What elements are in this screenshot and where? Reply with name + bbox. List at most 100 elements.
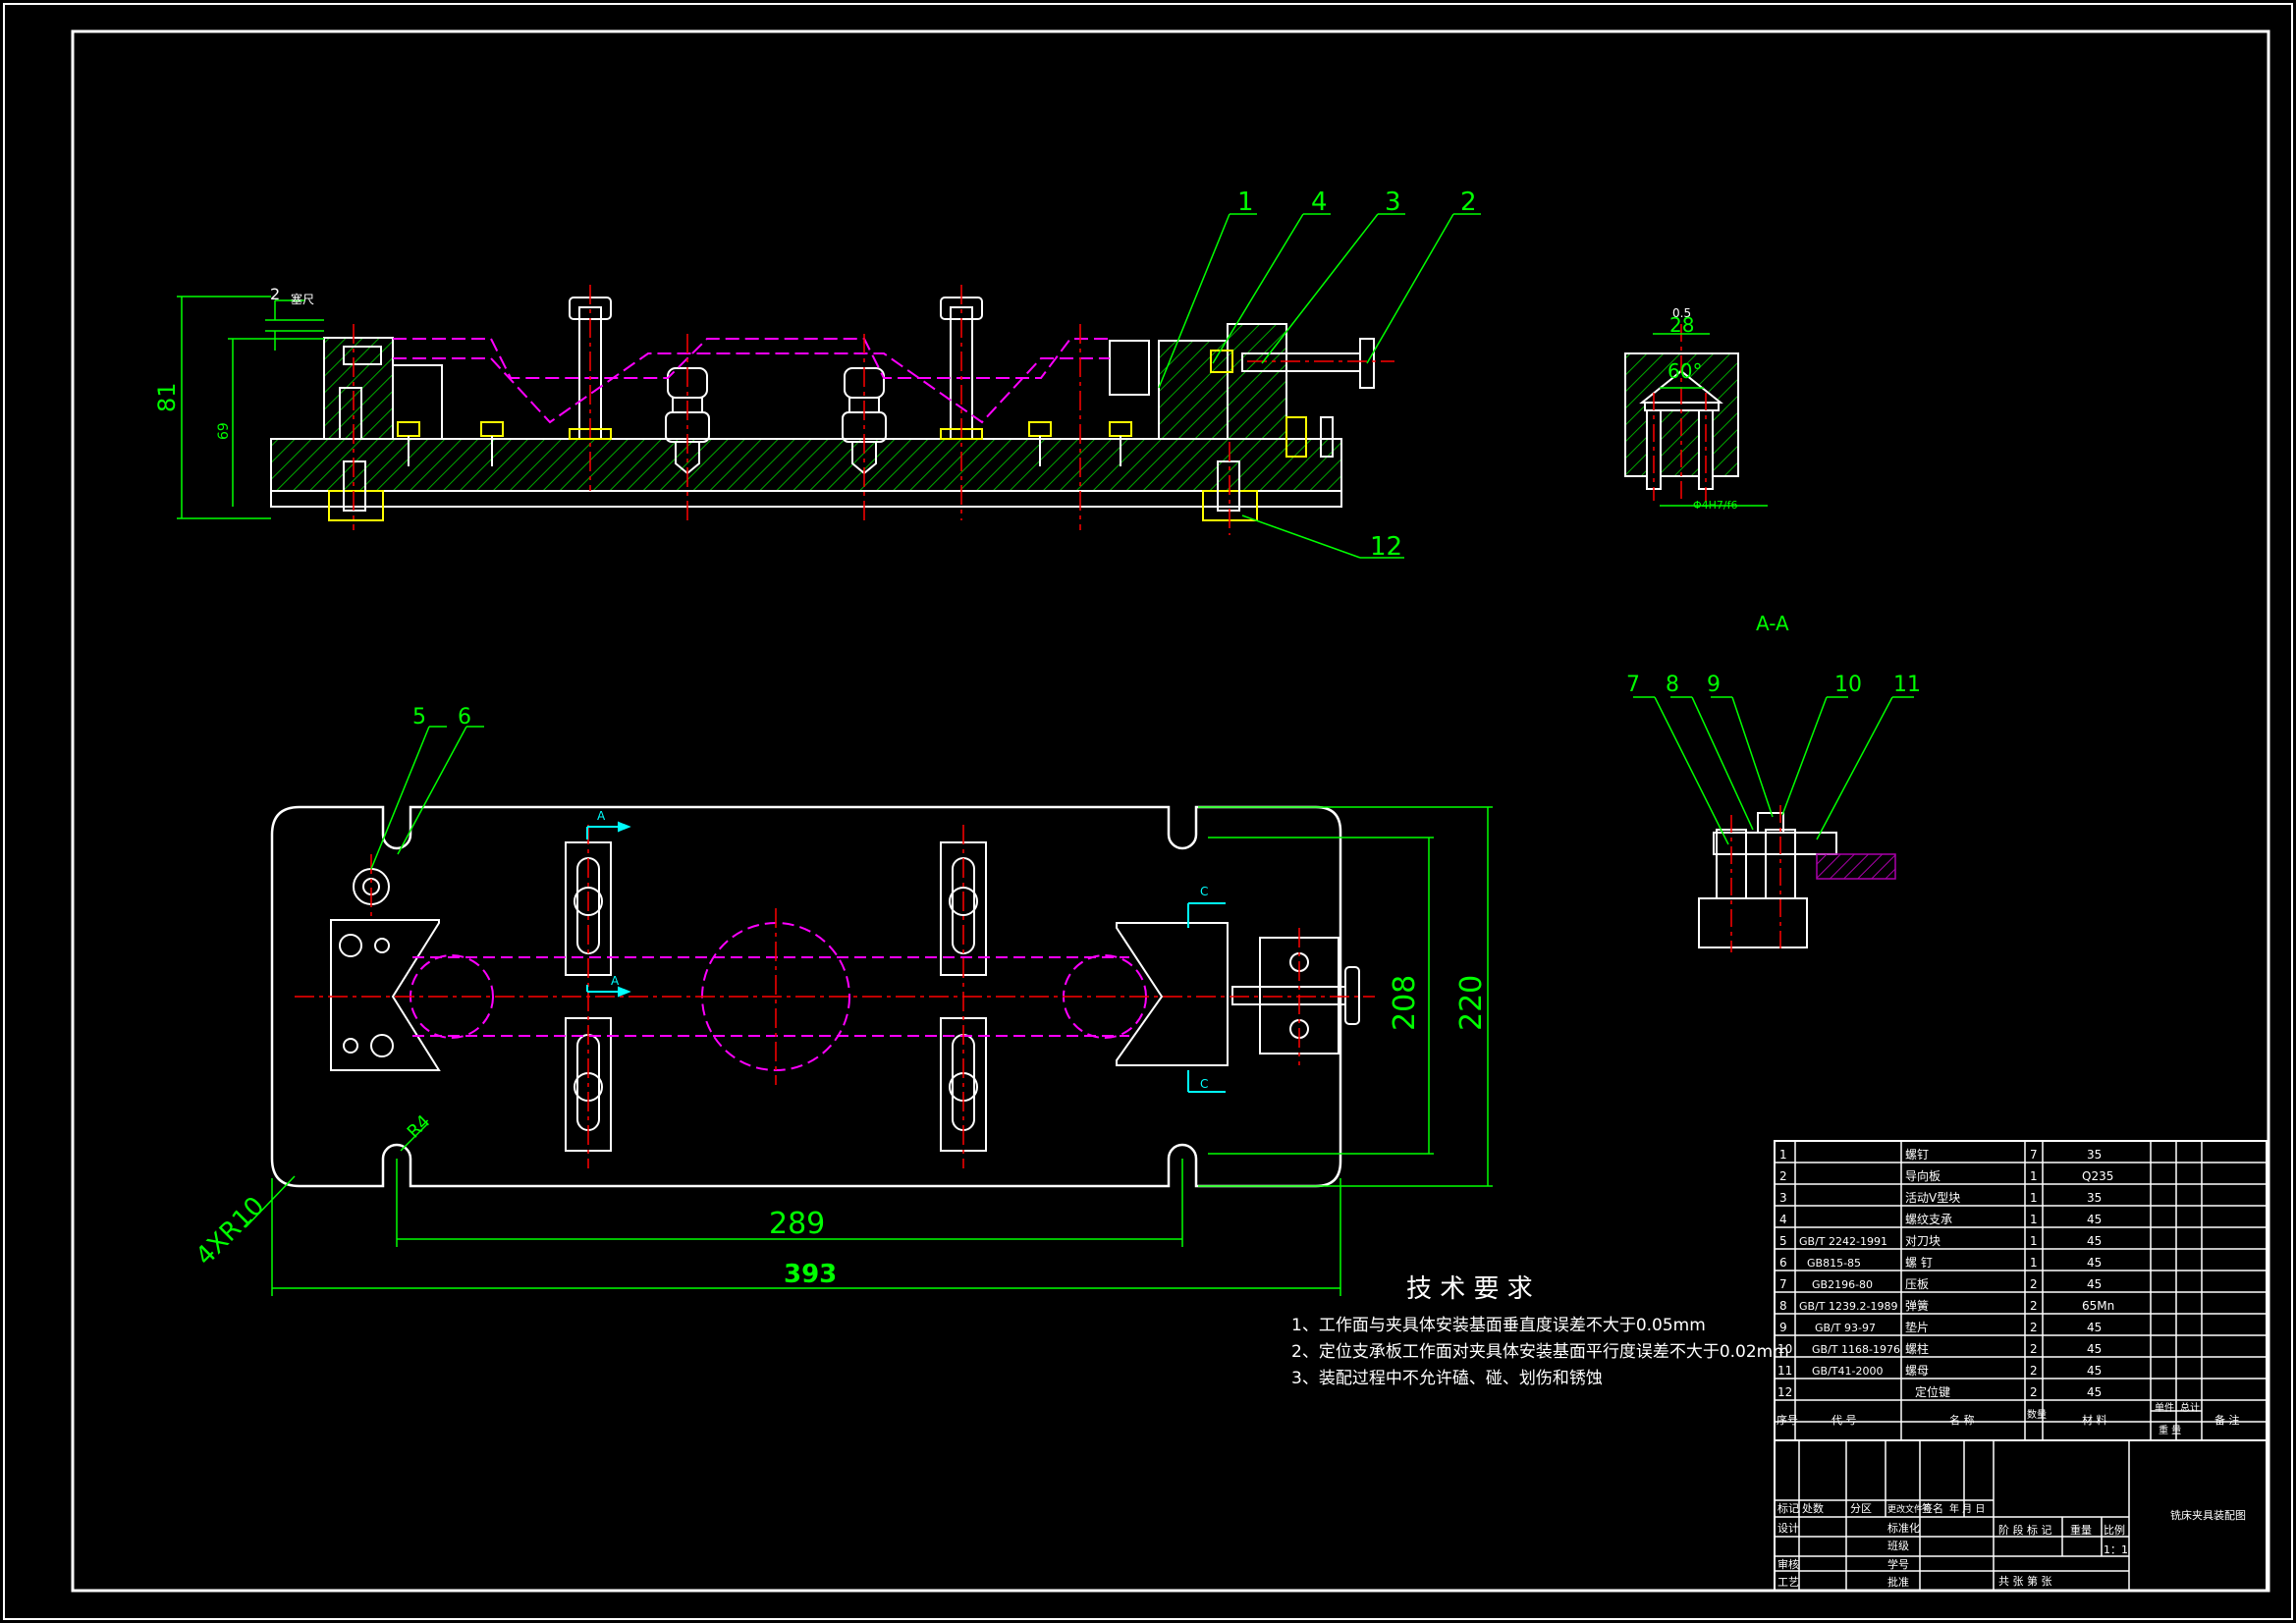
base-plate <box>270 438 1342 492</box>
row-qty: 2 <box>2030 1385 2038 1399</box>
row-no: 7 <box>1779 1277 1787 1291</box>
row-qty: 1 <box>2030 1169 2038 1183</box>
row-qty: 1 <box>2030 1234 2038 1248</box>
tech-req-2: 2、定位支承板工作面对夹具体安装基面平行度误差不大于0.02mm <box>1291 1342 1789 1362</box>
row-name: 螺柱 <box>1905 1341 1929 1356</box>
row-qty: 1 <box>2030 1256 2038 1270</box>
v-block-front <box>1109 340 1150 396</box>
row-name: 压板 <box>1905 1277 1929 1291</box>
tb-zone: 分区 <box>1850 1502 1872 1515</box>
tb-stage: 阶 段 标 记 <box>1998 1523 2052 1537</box>
header-qty: 数量 <box>2027 1408 2047 1421</box>
dim-2: 2 <box>270 285 280 303</box>
dim-208: 208 <box>1388 975 1422 1031</box>
row-code: GB/T41-2000 <box>1812 1365 1883 1378</box>
dim-393: 393 <box>784 1260 837 1289</box>
detail-fit: Φ4H7/f6 <box>1693 499 1738 512</box>
tb-scale: 1：1 <box>2104 1543 2128 1556</box>
title-block: 标记 处数 分区 更改文件号 签名 年 月 日 设计 标准化 审核 班级 学号 … <box>1777 1501 2246 1589</box>
row-name: 活动V型块 <box>1905 1191 1960 1205</box>
row-name: 导向板 <box>1905 1168 1941 1183</box>
header-total: 总计 <box>2180 1401 2200 1414</box>
header-material: 材 料 <box>2082 1413 2107 1427</box>
detail-view <box>1624 324 1768 507</box>
row-no: 4 <box>1779 1213 1787 1226</box>
row-material: 45 <box>2087 1364 2102 1378</box>
tb-sheet: 共 张 第 张 <box>1998 1574 2052 1588</box>
dim-220: 220 <box>1454 975 1489 1031</box>
row-no: 1 <box>1779 1148 1787 1162</box>
row-code: GB2196-80 <box>1812 1278 1873 1291</box>
parts-list <box>1774 1140 2268 1592</box>
row-no: 2 <box>1779 1169 1787 1183</box>
dim-81: 81 <box>153 382 181 412</box>
row-qty: 1 <box>2030 1213 2038 1226</box>
section-mark-a2: A <box>611 974 620 988</box>
drawing-frame <box>71 29 2270 1593</box>
row-name: 垫片 <box>1905 1320 1929 1334</box>
corner-radius: 4XR10 <box>191 1191 271 1271</box>
plan-dimensions <box>245 726 1493 1296</box>
tb-date: 年 月 日 <box>1949 1502 1985 1515</box>
balloon-4: 4 <box>1311 188 1328 217</box>
tb-standard: 标准化 <box>1887 1521 1920 1535</box>
row-material: 45 <box>2087 1342 2102 1356</box>
row-name: 螺母 <box>1905 1364 1929 1378</box>
section-mark-c1: C <box>1200 885 1208 898</box>
detail-angle: 60° <box>1667 359 1702 383</box>
row-no: 9 <box>1779 1321 1787 1334</box>
tb-review: 审核 <box>1777 1557 1799 1571</box>
tb-student: 学号 <box>1887 1557 1909 1571</box>
header-no: 序号 <box>1777 1413 1798 1427</box>
tb-count: 处数 <box>1802 1502 1824 1515</box>
row-code: GB/T 1239.2-1989 <box>1799 1300 1897 1313</box>
row-qty: 2 <box>2030 1342 2038 1356</box>
tb-change: 更改文件号 <box>1887 1503 1932 1515</box>
header-weight: 重 量 <box>2159 1424 2181 1436</box>
row-material: 45 <box>2087 1234 2102 1248</box>
balloon-3: 3 <box>1385 188 1401 217</box>
tb-scale-label: 比例 <box>2104 1523 2125 1537</box>
detail-offset: 0.5 <box>1672 306 1691 320</box>
row-material: Q235 <box>2082 1169 2113 1183</box>
tech-req-title: 技 术 要 求 <box>1406 1274 1533 1304</box>
row-no: 10 <box>1777 1342 1792 1356</box>
row-code: GB/T 1168-1976 <box>1812 1343 1900 1356</box>
balloon-8: 8 <box>1666 673 1679 697</box>
front-view: 81 69 2 塞尺 <box>153 285 1394 535</box>
balloon-1: 1 <box>1237 188 1254 217</box>
tb-design: 设计 <box>1777 1522 1799 1535</box>
tb-process: 工艺 <box>1777 1576 1799 1589</box>
balloon-9: 9 <box>1707 673 1721 697</box>
tb-approve: 批准 <box>1887 1575 1909 1589</box>
row-material: 45 <box>2087 1321 2102 1334</box>
outer-border <box>3 3 2293 1620</box>
balloon-2: 2 <box>1460 188 1477 217</box>
row-material: 45 <box>2087 1385 2102 1399</box>
balloon-11: 11 <box>1893 673 1921 697</box>
row-material: 35 <box>2087 1191 2102 1205</box>
row-qty: 2 <box>2030 1277 2038 1291</box>
base-lower <box>270 490 1342 508</box>
front-leaders <box>1158 213 1481 559</box>
tech-req-1: 1、工作面与夹具体安装基面垂直度误差不大于0.05mm <box>1291 1316 1706 1335</box>
row-no: 3 <box>1779 1191 1787 1205</box>
row-name: 对刀块 <box>1905 1234 1941 1248</box>
row-name: 定位键 <box>1915 1384 1950 1399</box>
tech-req-3: 3、装配过程中不允许磕、碰、划伤和锈蚀 <box>1291 1369 1603 1388</box>
section-view <box>1698 805 1896 952</box>
plan-view: A A C C <box>270 805 1375 1188</box>
row-name: 螺钉 <box>1905 1148 1929 1162</box>
row-material: 45 <box>2087 1213 2102 1226</box>
parts-rows: 1 螺钉 7 35 2 导向板 1 Q235 3 活动V型块 1 35 4 螺纹… <box>1777 1148 2240 1436</box>
header-name: 名 称 <box>1949 1413 1975 1427</box>
row-no: 6 <box>1779 1256 1787 1270</box>
detail-dim-28: 28 <box>1669 313 1694 337</box>
header-remark: 备 注 <box>2214 1413 2240 1427</box>
balloon-12: 12 <box>1370 532 1402 562</box>
row-qty: 2 <box>2030 1321 2038 1334</box>
slot-radius: R4 <box>404 1111 435 1143</box>
row-name: 弹簧 <box>1905 1298 1929 1313</box>
row-code: GB/T 93-97 <box>1815 1322 1876 1334</box>
section-leaders <box>1633 696 1914 845</box>
